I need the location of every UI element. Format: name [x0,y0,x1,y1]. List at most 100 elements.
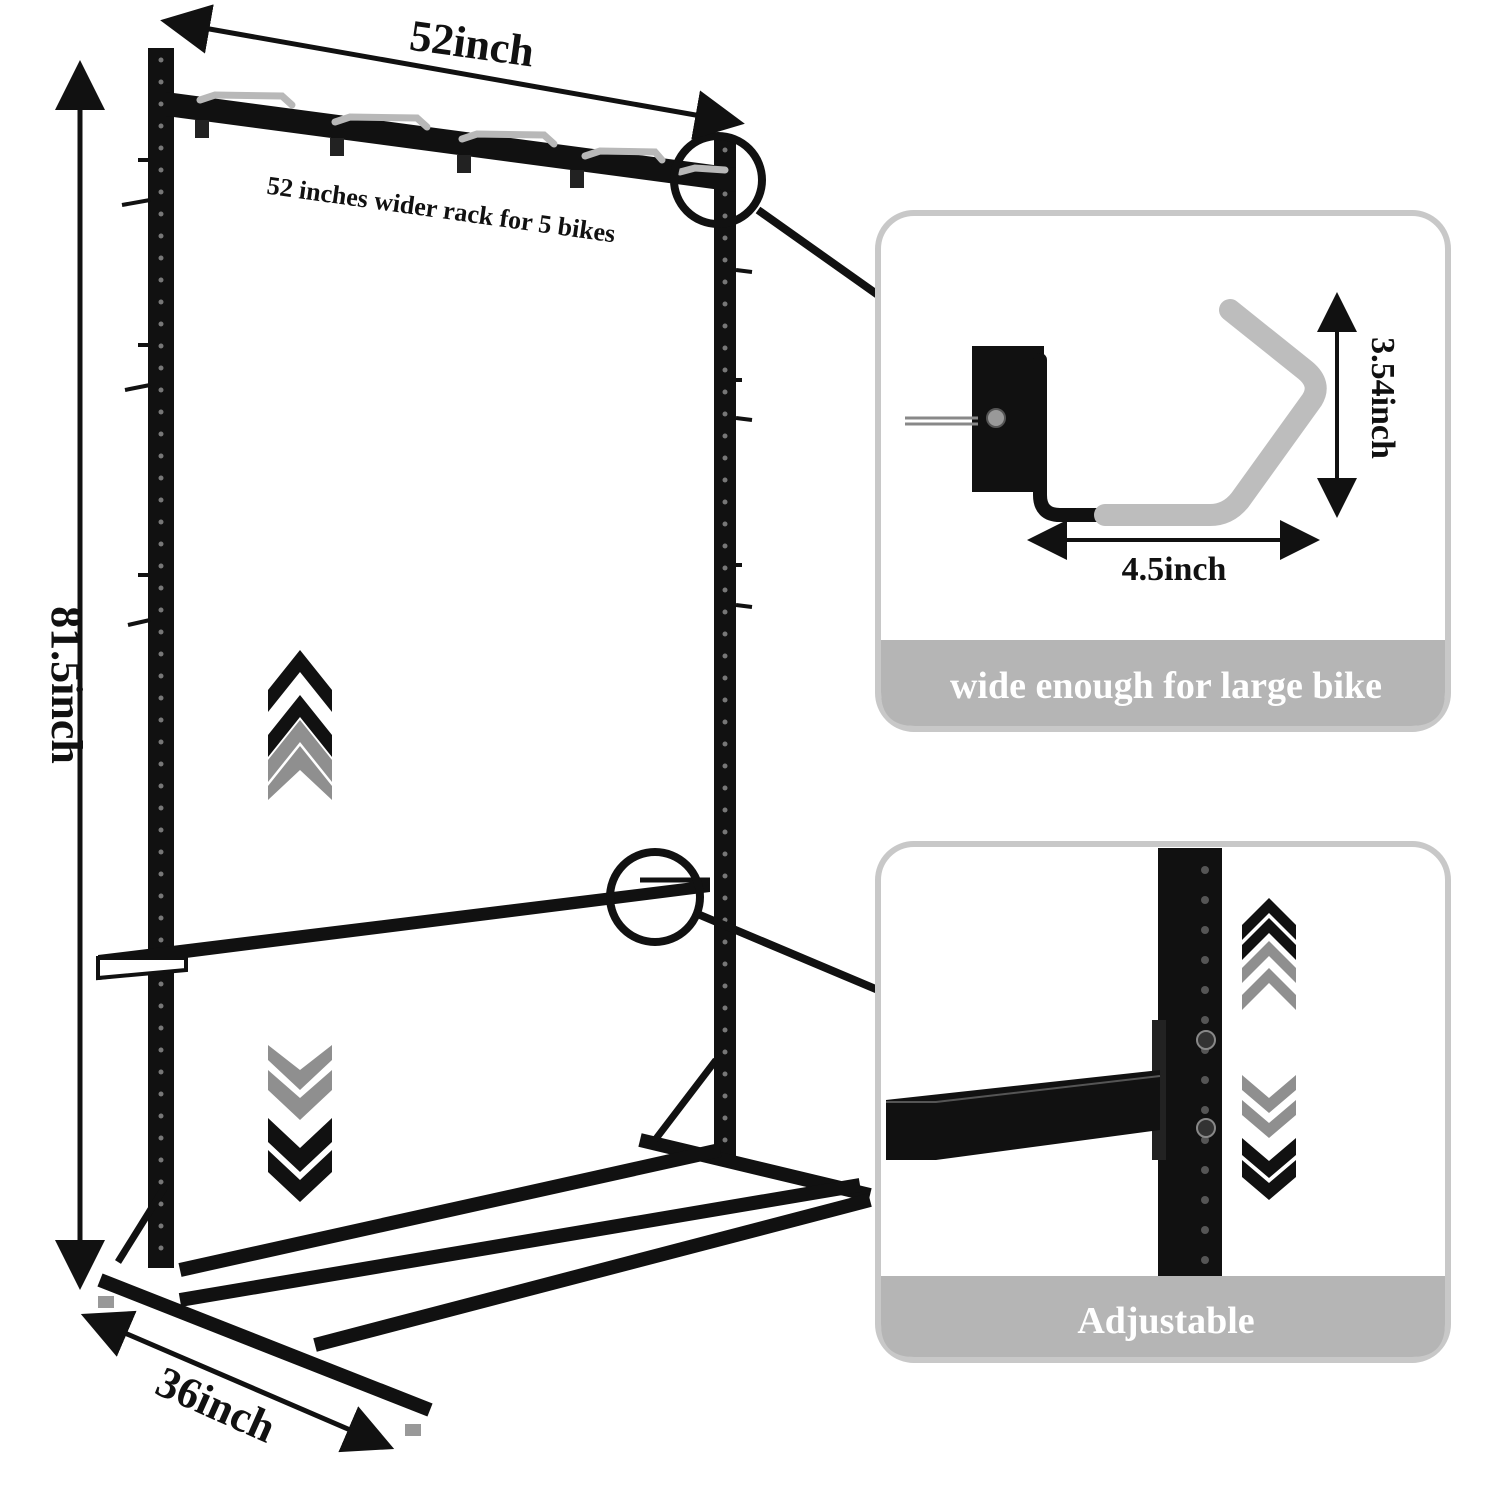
upright-hole [722,609,728,615]
leveling-feet [98,1296,421,1436]
upright-hole [158,431,164,437]
adjustable-bar [98,880,710,980]
closeup-hole [1201,1256,1209,1264]
upright-hole [722,1137,728,1143]
upright-hole [722,301,728,307]
bike-hook-icon [905,299,1327,526]
upright-hole [158,211,164,217]
right-side-hooks [735,268,753,609]
upright-hole [158,123,164,129]
upright-hole [158,299,164,305]
hook-panel-caption: wide enough for large bike [950,665,1382,707]
upright-hole [158,1135,164,1141]
upright-hole [722,1005,728,1011]
upright-hole [158,255,164,261]
upright-hole [722,433,728,439]
upright-hole [158,673,164,679]
upright-hole [722,675,728,681]
upright-hole [158,321,164,327]
upright-hole [158,585,164,591]
adjustable-detail-panel: Adjustable [875,841,1451,1363]
upright-hole [158,1201,164,1207]
upright-hole [722,455,728,461]
closeup-hole [1201,986,1209,994]
upright-hole [158,717,164,723]
upright-hole [158,541,164,547]
upright-hole [722,235,728,241]
left-upright [148,48,174,1268]
upright-hole [158,167,164,173]
upright-hole [722,631,728,637]
upright-hole [722,411,728,417]
upright-hole [722,213,728,219]
upright-hole [158,57,164,63]
upright-hole [158,409,164,415]
upright-hole [158,651,164,657]
arrow-down-chevrons-icon [268,1045,332,1202]
upright-hole [722,851,728,857]
closeup-hole [1201,926,1209,934]
upright-hole [722,147,728,153]
upright-closeup-holes [1201,866,1209,1264]
upright-hole [158,365,164,371]
adjust-down-chevrons-icon [1242,1075,1296,1200]
closeup-hole [1201,1226,1209,1234]
upright-hole [158,761,164,767]
upright-hole [722,653,728,659]
upright-hole [722,939,728,945]
upright-hole [722,697,728,703]
upright-hole [722,367,728,373]
upright-hole [722,785,728,791]
bike-rack-frame [96,48,872,1436]
upright-hole [722,499,728,505]
upright-hole [158,1003,164,1009]
upright-hole [158,805,164,811]
upright-hole [722,345,728,351]
upright-hole [158,827,164,833]
upright-hole [722,257,728,263]
upright-hole [158,871,164,877]
upright-hole [722,763,728,769]
upright-hole [158,1047,164,1053]
closeup-hole [1201,896,1209,904]
upright-hole [722,741,728,747]
upright-hole [722,543,728,549]
closeup-hole [1201,1016,1209,1024]
adjust-up-chevrons-icon [1242,898,1296,1010]
closeup-hole [1201,1076,1209,1084]
upright-hole [158,915,164,921]
bar-closeup [886,1070,1160,1160]
upright-hole [158,607,164,613]
upright-hole [158,233,164,239]
upright-hole [722,829,728,835]
upright-hole [158,695,164,701]
upright-hole [722,1093,728,1099]
rack-caption: 52 inches wider rack for 5 bikes [265,171,617,249]
upright-hole [158,981,164,987]
upright-hole [722,719,728,725]
dimension-arrows [55,4,745,1453]
upright-hole [722,477,728,483]
upright-hole [158,277,164,283]
upright-hole [722,961,728,967]
upright-hole [722,1115,728,1121]
closeup-hole [1201,956,1209,964]
upright-hole [722,1071,728,1077]
upright-hole [722,279,728,285]
upright-hole [158,343,164,349]
upright-hole [158,739,164,745]
upright-hole [722,323,728,329]
upright-hole [722,389,728,395]
upright-hole [158,189,164,195]
hook-height-label: 3.54inch [1364,337,1401,459]
right-upright [714,140,736,1160]
upright-hole [158,101,164,107]
closeup-hole [1201,1106,1209,1114]
left-side-hooks [121,158,151,627]
upright-hole [158,519,164,525]
upright-hole [722,191,728,197]
adjust-panel-caption: Adjustable [1077,1300,1254,1342]
upright-hole [722,565,728,571]
upright-hole [158,453,164,459]
upright-hole [158,893,164,899]
